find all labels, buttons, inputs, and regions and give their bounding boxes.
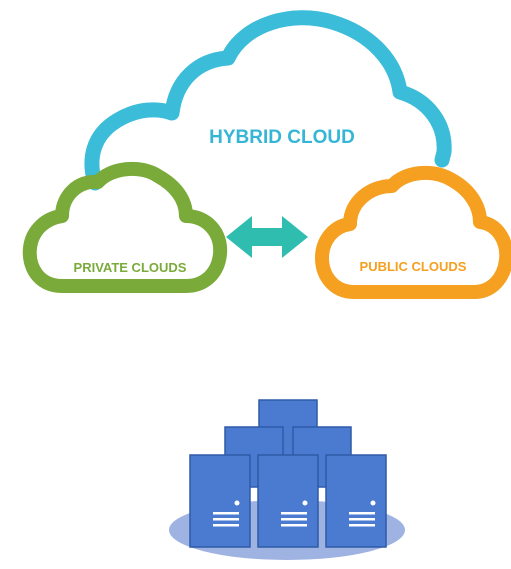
private-cloud: PRIVATE CLOUDS bbox=[22, 161, 228, 293]
server-stack-icon bbox=[169, 399, 405, 560]
public-cloud-label: PUBLIC CLOUDS bbox=[360, 259, 467, 274]
server-unit bbox=[257, 454, 319, 548]
server-unit bbox=[325, 454, 387, 548]
public-cloud-outline-icon bbox=[315, 165, 511, 299]
double-arrow-icon bbox=[226, 216, 308, 258]
hybrid-cloud-outline-icon bbox=[84, 10, 452, 191]
hybrid-cloud-label: HYBRID CLOUD bbox=[209, 127, 355, 148]
server-unit bbox=[189, 454, 251, 548]
hybrid-cloud: HYBRID CLOUD bbox=[84, 10, 452, 191]
private-cloud-label: PRIVATE CLOUDS bbox=[74, 260, 187, 275]
private-cloud-outline-icon bbox=[22, 161, 228, 293]
public-cloud: PUBLIC CLOUDS bbox=[315, 165, 511, 299]
